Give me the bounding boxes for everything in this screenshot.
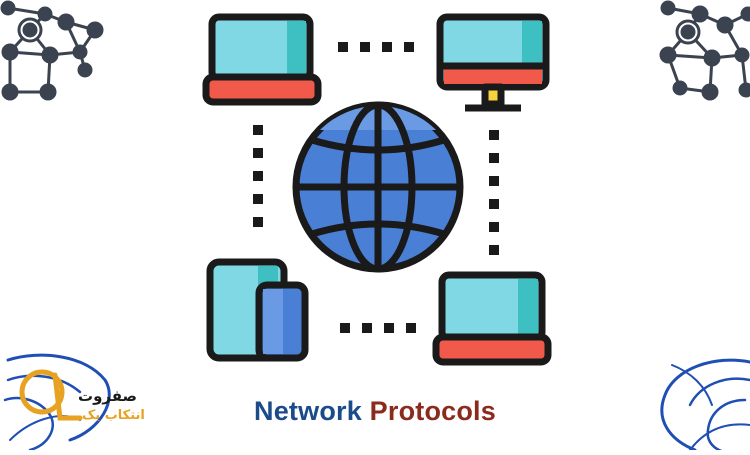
- network-graph-icon: [659, 0, 750, 101]
- laptop-icon: [202, 13, 322, 106]
- logo-swirl: [660, 358, 750, 454]
- logo-text-line2: انتكاب یک: [82, 408, 145, 423]
- globe-icon: [292, 101, 464, 273]
- logo-text-line1: صفروت: [78, 387, 138, 405]
- laptop-icon: [432, 271, 552, 366]
- monitor-icon: [436, 13, 550, 112]
- title-word-protocols: Protocols: [369, 396, 496, 426]
- mobile-devices-icon: [206, 258, 309, 362]
- network-graph-icon: [0, 0, 104, 101]
- logo-mark: [3, 353, 111, 452]
- connection-lines: [253, 42, 499, 333]
- page-title: Network Protocols: [0, 396, 750, 427]
- title-word-network: Network: [254, 396, 362, 426]
